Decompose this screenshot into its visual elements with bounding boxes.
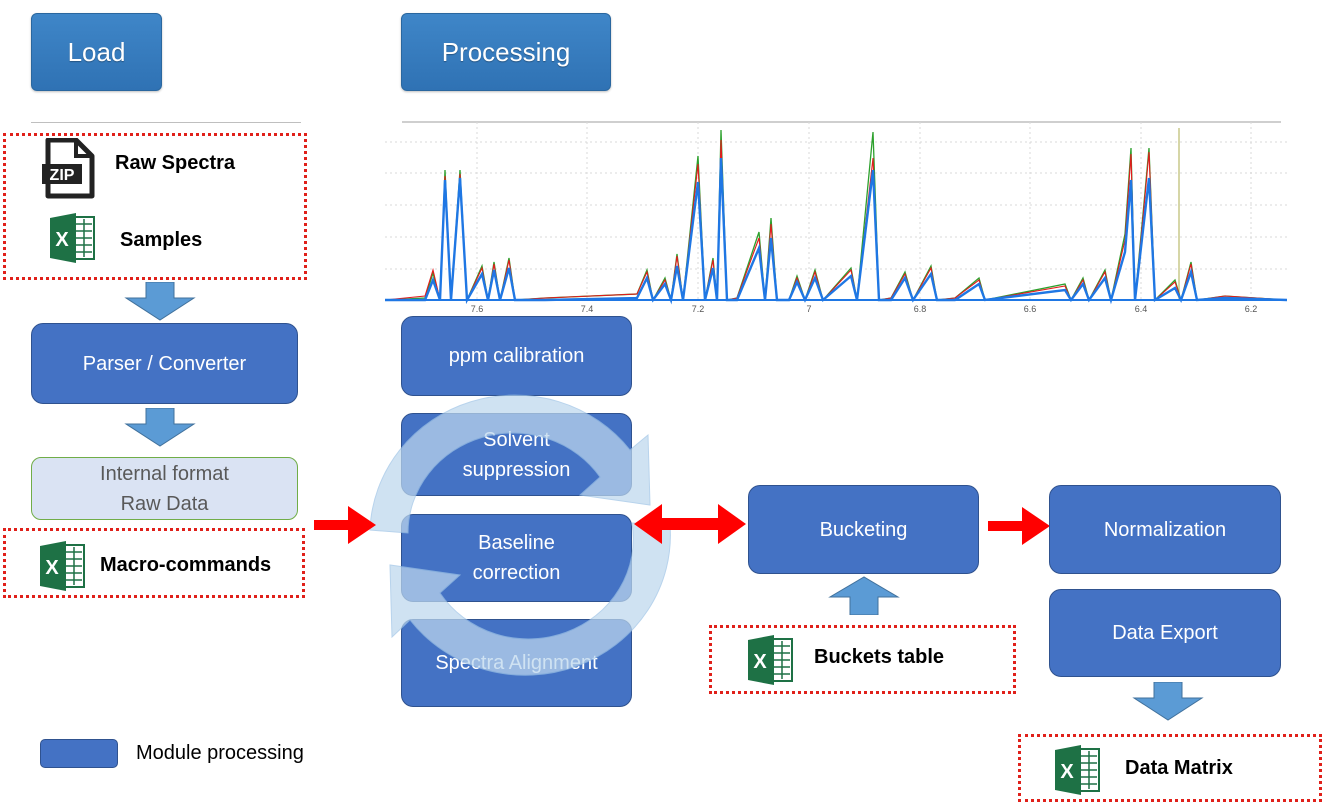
excel-icon: X [748,635,793,685]
bucketing-label: Bucketing [819,518,908,541]
macro-commands-box [3,528,305,598]
load-header[interactable]: Load [31,13,162,91]
raw-spectra-label: Raw Spectra [115,152,236,174]
zip-file-icon: ZIP [42,138,95,199]
svg-text:X: X [1060,761,1074,783]
processing-header-label: Processing [441,36,571,67]
data-export-module[interactable]: Data Export [1049,589,1281,677]
axis-tick: 7.6 [471,304,484,314]
load-divider [31,122,301,123]
axis-tick: 7.4 [581,304,594,314]
data-export-label: Data Export [1112,622,1218,644]
load-inputs-box [3,133,307,280]
axis-tick: 6.4 [1135,304,1148,314]
right-arrow-icon [988,507,1050,545]
baseline-correction-label: Baseline correction [472,532,561,584]
axis-tick: 6.8 [914,304,927,314]
cycle-arrows-icon [369,394,671,676]
processing-header[interactable]: Processing [401,13,611,91]
down-arrow-icon [124,408,196,447]
spectrum-chart: 7.6 7.4 7.2 7 6.8 6.6 6.4 6.2 [385,121,1287,314]
svg-text:X: X [45,557,59,579]
internal-format-box: Internal format Raw Data [31,457,298,520]
ppm-calibration-module[interactable]: ppm calibration [401,316,632,396]
excel-icon: X [50,213,95,263]
parser-label: Parser / Converter [82,352,247,375]
zip-label: ZIP [50,167,75,184]
down-arrow-icon [1132,682,1204,721]
svg-text:X: X [55,229,69,251]
axis-tick: 7 [806,304,811,314]
axis-tick: 7.2 [692,304,705,314]
buckets-table-box [709,625,1016,694]
parser-converter-module[interactable]: Parser / Converter [31,323,298,404]
legend-label: Module processing [136,742,304,764]
ppm-calibration-label: ppm calibration [448,345,585,367]
internal-format-label: Internal format Raw Data [100,462,229,515]
excel-icon: X [1055,745,1100,795]
excel-icon: X [40,541,85,591]
up-arrow-icon [828,576,900,615]
right-arrow-icon [314,506,376,544]
axis-tick: 6.6 [1024,304,1037,314]
legend-swatch [40,739,118,768]
macro-commands-label: Macro-commands [100,554,272,576]
samples-label: Samples [120,229,203,251]
buckets-table-label: Buckets table [814,646,945,668]
data-matrix-label: Data Matrix [1125,757,1233,779]
normalization-module[interactable]: Normalization [1049,485,1281,574]
load-header-label: Load [67,36,126,67]
svg-text:X: X [753,651,767,673]
double-arrow-icon [634,504,746,544]
axis-tick: 6.2 [1245,304,1258,314]
bucketing-module[interactable]: Bucketing [748,485,979,574]
down-arrow-icon [124,282,196,321]
data-matrix-box [1018,734,1322,802]
normalization-label: Normalization [1103,518,1227,541]
